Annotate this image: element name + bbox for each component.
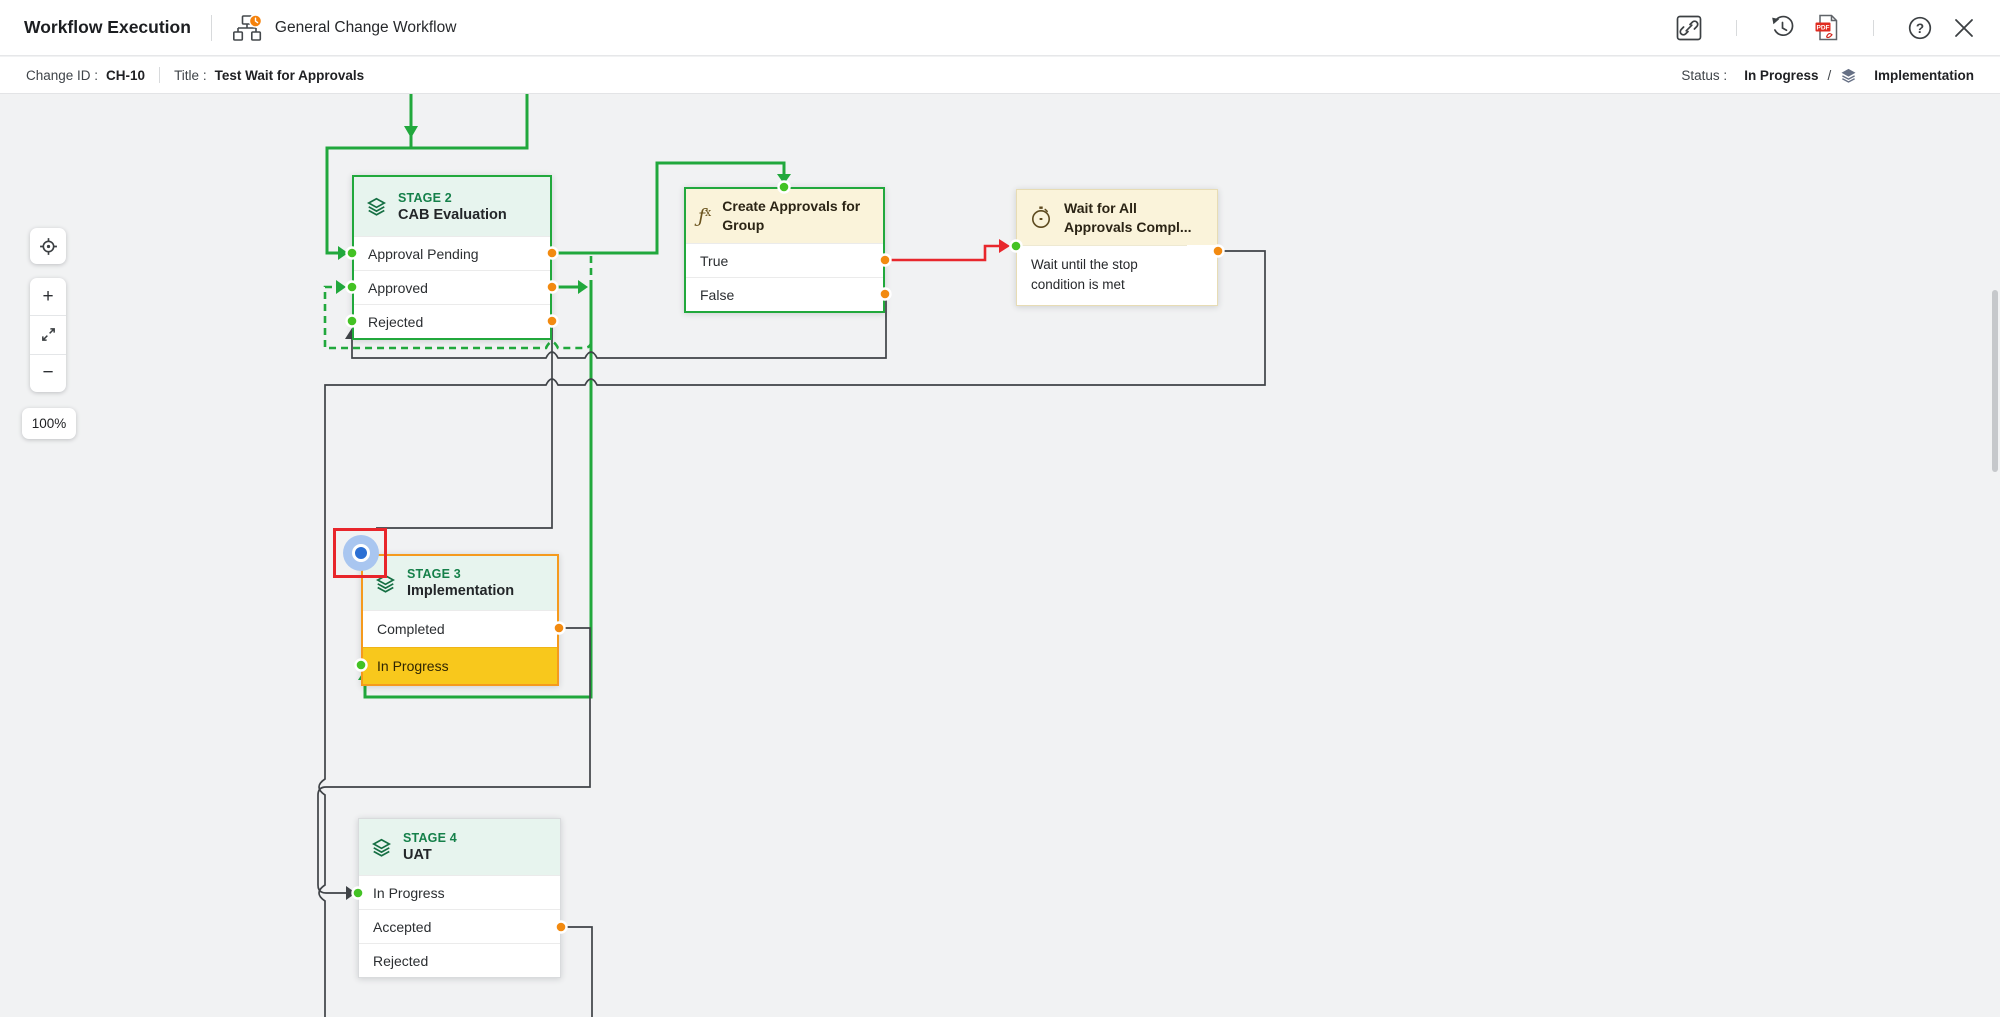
stage4-row-in-progress[interactable]: In Progress <box>359 875 560 909</box>
stage3-label: STAGE 3 <box>407 567 461 581</box>
stage-layers-icon <box>371 837 392 858</box>
history-button[interactable] <box>1769 14 1796 41</box>
title-value: Test Wait for Approvals <box>214 67 365 83</box>
stage-layers-icon <box>366 196 387 217</box>
divider <box>1873 19 1874 36</box>
export-pdf-button[interactable]: PDF <box>1814 13 1841 42</box>
workflow-name: General Change Workflow <box>274 18 457 36</box>
page-title: Workflow Execution <box>24 17 191 37</box>
change-id-label: Change ID : <box>26 67 99 83</box>
workflow-canvas[interactable]: STAGE 2 CAB Evaluation Approval Pending … <box>0 94 2000 1017</box>
topbar-left: Workflow Execution General Change Workfl… <box>24 13 457 42</box>
change-info-bar: Change ID : CH-10 Title : Test Wait for … <box>0 57 2000 94</box>
locate-button[interactable] <box>30 228 66 264</box>
dashed-green-arrowhead <box>336 280 346 294</box>
red-arrowhead <box>999 239 1010 253</box>
topbar: Workflow Execution General Change Workfl… <box>0 0 2000 56</box>
stage4-row-accepted[interactable]: Accepted <box>359 909 560 943</box>
active-red-connector <box>885 244 999 262</box>
status-group: Status : In Progress / Implementation <box>1681 67 1974 84</box>
create-approvals-row-false[interactable]: False <box>686 277 883 311</box>
stage2-label: STAGE 2 <box>398 190 452 205</box>
wait-node-title: Wait for All Approvals Compl... <box>1064 199 1192 235</box>
node-stage4-uat[interactable]: STAGE 4 UAT In Progress Accepted Rejecte… <box>358 818 561 978</box>
zoom-level-badge: 100% <box>22 408 76 439</box>
stage4-label: STAGE 4 <box>403 831 457 845</box>
stage2-row-approved[interactable]: Approved <box>354 270 550 304</box>
node-stage2-cab-evaluation[interactable]: STAGE 2 CAB Evaluation Approval Pending … <box>352 175 552 340</box>
copy-link-button[interactable] <box>1674 13 1704 43</box>
crosshair-icon <box>39 237 57 255</box>
stage2-name: CAB Evaluation <box>398 206 507 223</box>
zoom-control-group: + − <box>30 278 66 392</box>
stage2-row-approval-pending[interactable]: Approval Pending <box>354 236 550 270</box>
stage4-row-rejected[interactable]: Rejected <box>359 943 560 977</box>
help-button[interactable]: ? <box>1906 14 1934 42</box>
fit-to-screen-button[interactable] <box>30 315 66 353</box>
stopwatch-icon <box>1029 205 1053 231</box>
status-value: In Progress <box>1744 67 1819 83</box>
status-divider: / <box>1827 67 1832 83</box>
stage3-name: Implementation <box>407 583 515 599</box>
stage2-row-rejected[interactable]: Rejected <box>354 304 550 338</box>
workflow-diagram-icon <box>232 13 263 42</box>
close-button[interactable] <box>1952 16 1976 40</box>
expand-icon <box>41 328 55 342</box>
out-port-dots <box>545 244 1225 934</box>
stage3-row-in-progress-active[interactable]: In Progress <box>363 647 557 684</box>
create-approvals-row-true[interactable]: True <box>686 243 883 277</box>
node-wait-for-approvals[interactable]: Wait for All Approvals Compl... Wait unt… <box>1016 189 1218 306</box>
stage2-header: STAGE 2 CAB Evaluation <box>354 177 550 236</box>
status-label: Status : <box>1681 67 1728 83</box>
topbar-actions: PDF ? <box>1674 13 1976 43</box>
black-arrowheads <box>345 328 359 900</box>
current-stage-value: Implementation <box>1874 67 1974 83</box>
stage4-header: STAGE 4 UAT <box>359 819 560 875</box>
change-id-value: CH-10 <box>106 67 146 83</box>
create-approvals-title: Create Approvals for Group <box>722 198 861 233</box>
divider <box>159 67 161 83</box>
node-stage3-implementation[interactable]: STAGE 3 Implementation Completed In Prog… <box>361 554 559 686</box>
help-glyph: ? <box>1916 21 1924 36</box>
pdf-label: PDF <box>1817 24 1830 31</box>
stage3-header: STAGE 3 Implementation <box>363 556 557 610</box>
wait-node-description: Wait until the stop condition is met <box>1017 245 1187 305</box>
stage4-name: UAT <box>403 847 432 863</box>
stage3-row-completed[interactable]: Completed <box>363 610 557 647</box>
vertical-scrollbar[interactable] <box>1992 290 1998 472</box>
stage-layers-icon <box>1840 67 1857 84</box>
zoom-in-button[interactable]: + <box>30 278 66 315</box>
zoom-out-button[interactable]: − <box>30 353 66 392</box>
divider <box>210 14 212 41</box>
wait-node-header: Wait for All Approvals Compl... <box>1017 190 1217 245</box>
title-label: Title : <box>174 67 207 83</box>
current-position-marker-dot <box>352 544 370 562</box>
divider <box>1736 19 1737 36</box>
